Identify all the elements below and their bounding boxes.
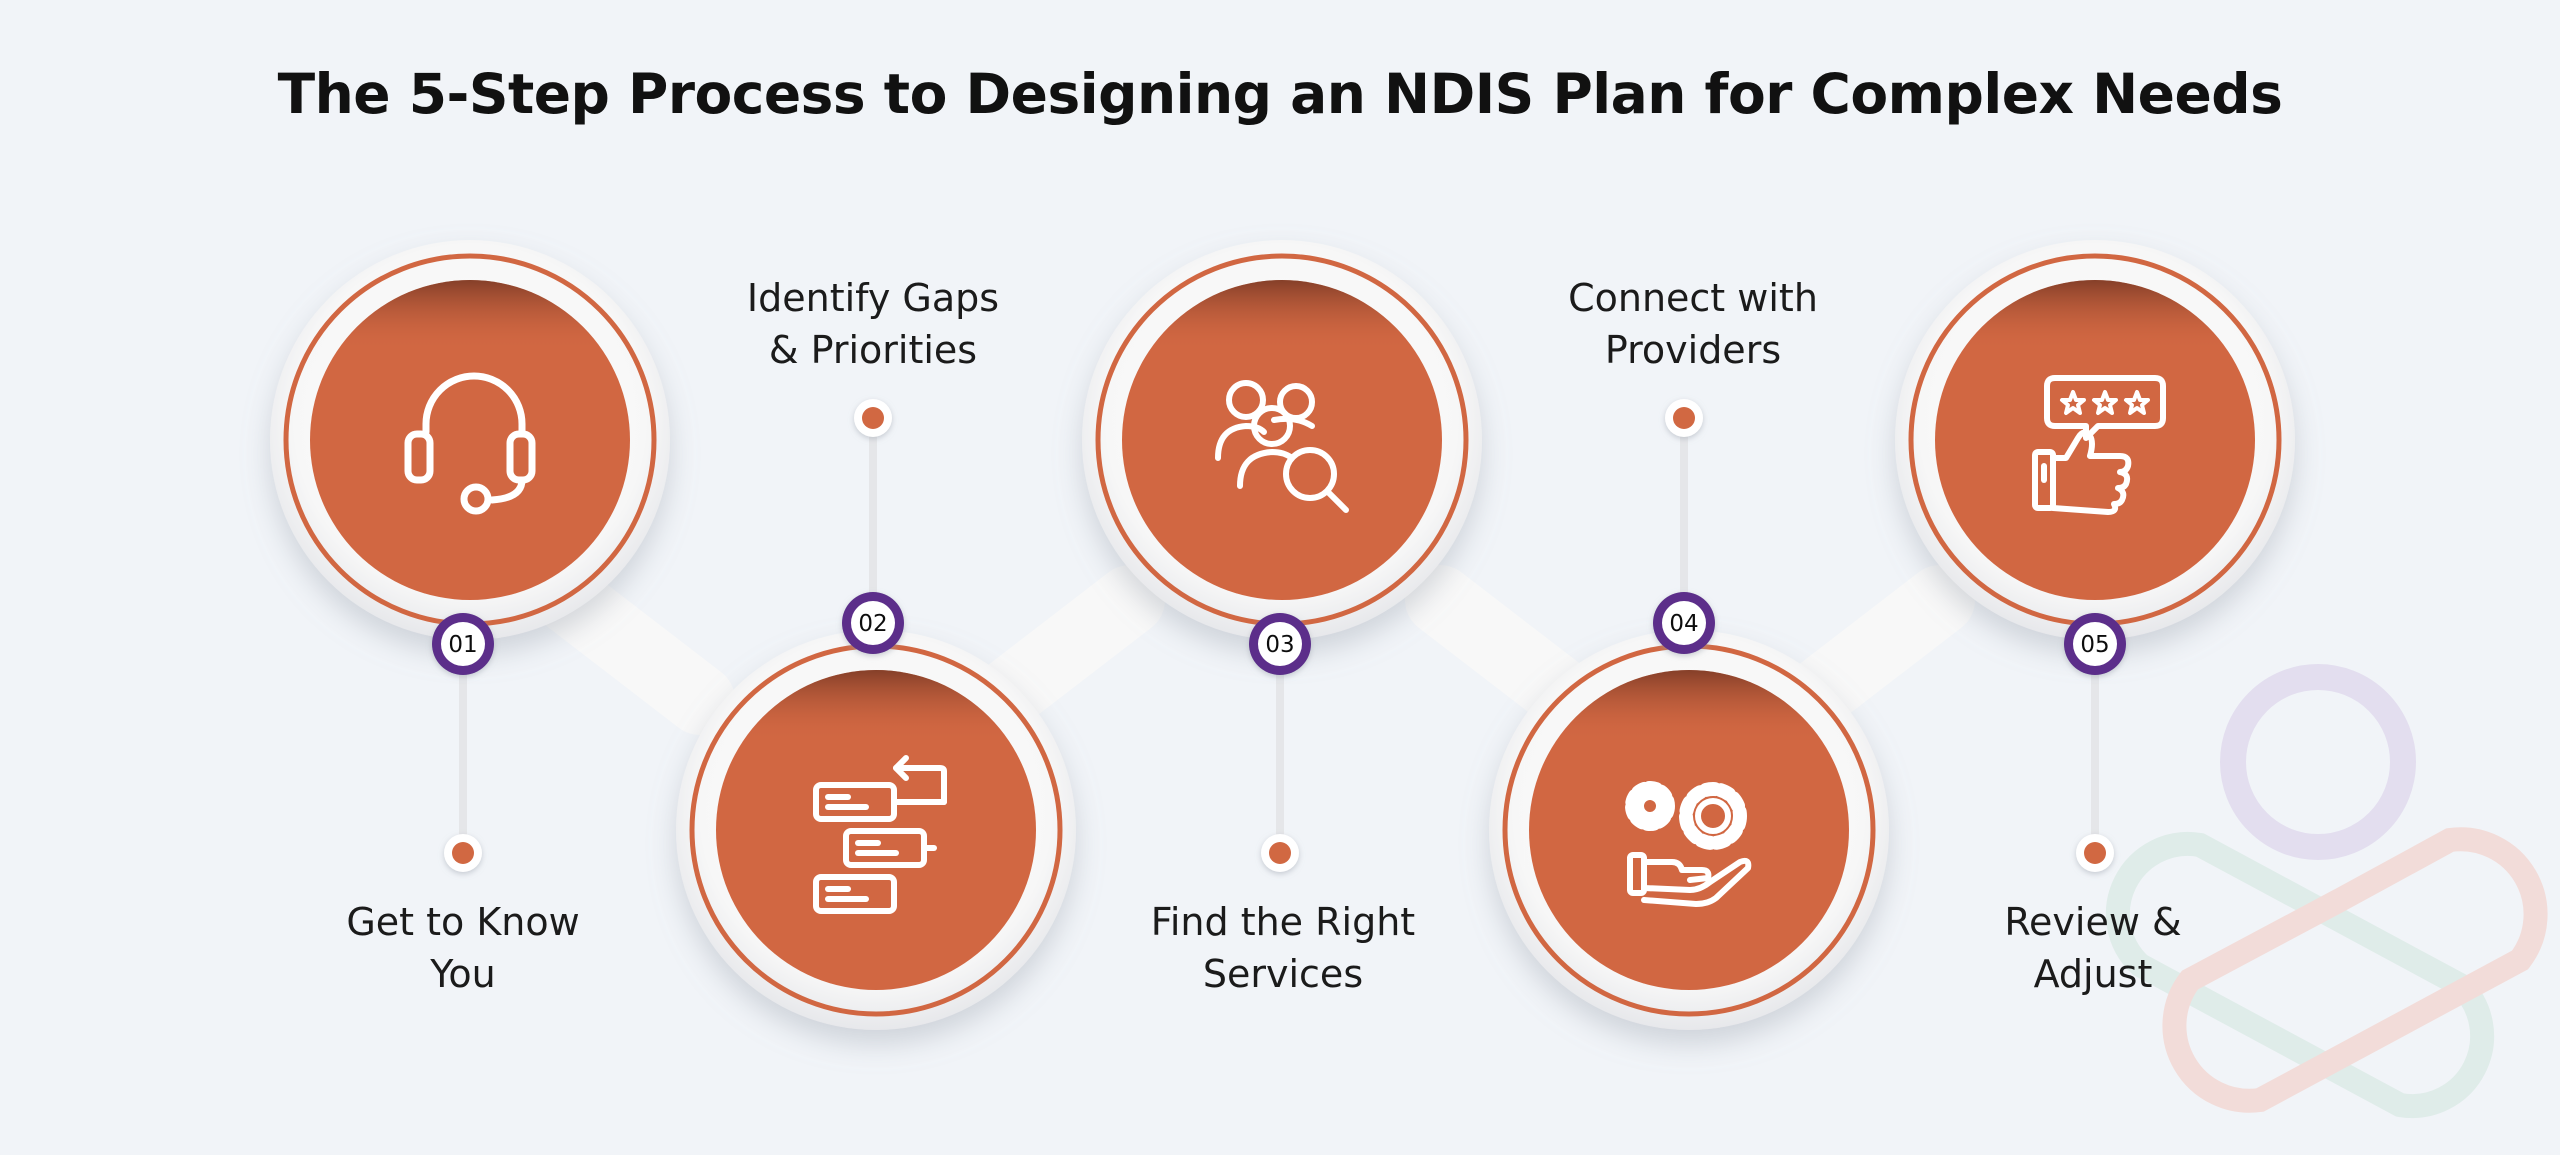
decor-link-pink — [2162, 827, 2548, 1113]
step-05 — [1895, 240, 2295, 640]
badge-04-number: 04 — [1669, 611, 1698, 637]
step-02 — [676, 630, 1076, 1030]
badge-02: 02 — [842, 592, 904, 654]
stems — [459, 414, 2099, 857]
badge-05: 05 — [2064, 613, 2126, 675]
step-04-label: Connect with Providers — [1568, 276, 1818, 372]
step-05-label: Review & Adjust — [2004, 900, 2182, 996]
step-03 — [1082, 240, 1482, 640]
decor-link-green — [2105, 831, 2495, 1119]
step-03-label: Find the Right Services — [1150, 900, 1416, 996]
connector-1-2 — [535, 565, 735, 735]
decor-ring-purple — [2220, 664, 2416, 860]
connector-2-3 — [965, 565, 1165, 735]
badge-03-number: 03 — [1265, 632, 1294, 658]
thumbs-up-rating-icon — [2032, 375, 2166, 515]
badge-03: 03 — [1249, 613, 1311, 675]
headset-icon — [404, 372, 536, 515]
step-04 — [1489, 630, 1889, 1030]
connector-3-4 — [1405, 565, 1605, 735]
badge-01: 01 — [432, 613, 494, 675]
number-badges: 01 02 03 04 05 — [432, 592, 2126, 675]
step-02-label: Identify Gaps & Priorities — [746, 276, 1000, 372]
people-search-icon — [1215, 380, 1349, 513]
step-01 — [270, 240, 670, 640]
page-title: The 5-Step Process to Designing an NDIS … — [277, 62, 2283, 126]
gears-hand-icon — [1625, 781, 1752, 907]
badge-02-number: 02 — [858, 611, 887, 637]
dot-03 — [1261, 834, 1299, 872]
connector-4-5 — [1775, 565, 1975, 735]
connectors — [535, 565, 1975, 735]
end-dots — [444, 399, 2114, 872]
dot-02 — [854, 399, 892, 437]
badge-05-number: 05 — [2080, 632, 2109, 658]
dot-04 — [1665, 399, 1703, 437]
badge-04: 04 — [1653, 592, 1715, 654]
step-01-label: Get to Know You — [346, 900, 580, 996]
dot-05 — [2076, 834, 2114, 872]
badge-01-number: 01 — [448, 632, 477, 658]
workflow-icon — [813, 755, 947, 914]
background-decoration — [2105, 664, 2548, 1119]
dot-01 — [444, 834, 482, 872]
